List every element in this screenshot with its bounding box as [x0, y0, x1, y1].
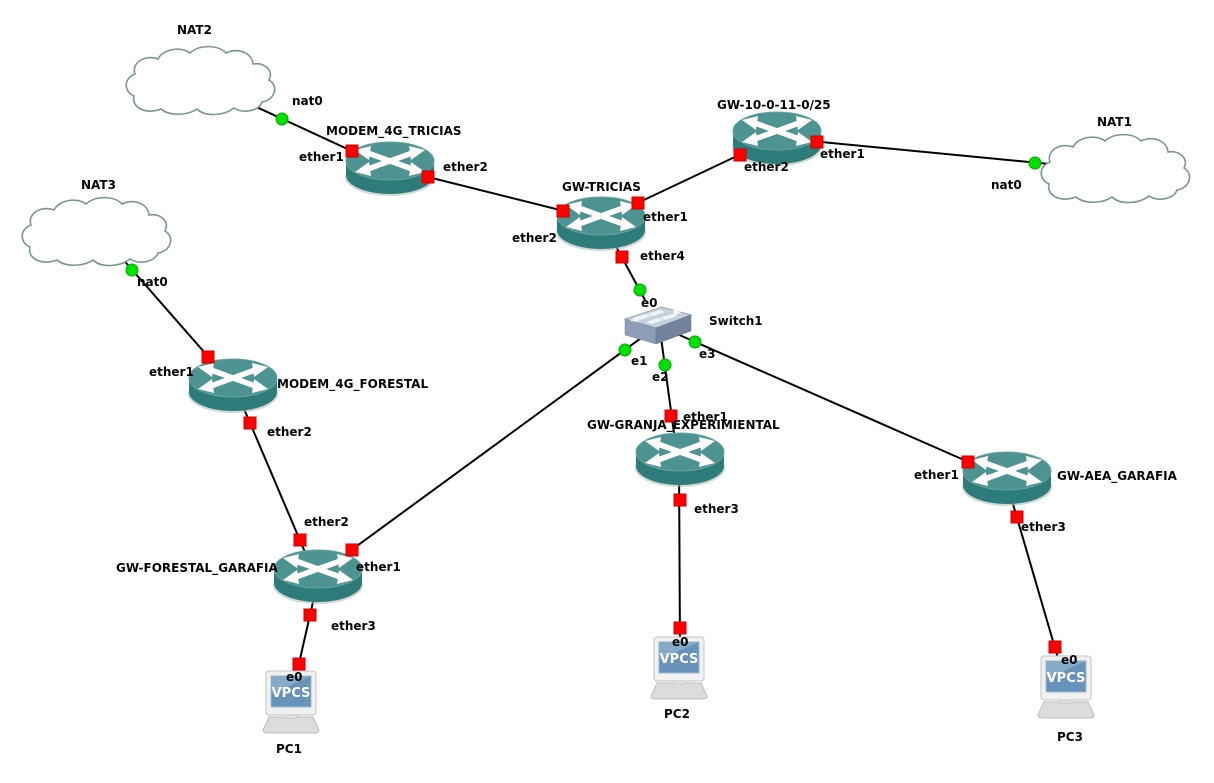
node-label-gw-forestal-garafia: GW-FORESTAL_GARAFIA	[116, 561, 278, 575]
port-label-gw-granja-experimiental-ether3: ether3	[694, 502, 739, 516]
node-label-pc2: PC2	[664, 707, 690, 721]
port-status-down-indicator	[293, 533, 307, 547]
port-label-gw-forestal-garafia-ether3: ether3	[331, 619, 376, 633]
port-label-nat3-nat0: nat0	[137, 275, 168, 289]
pc2-screen-text: VPCS	[660, 652, 699, 667]
node-nat3-cloud-icon[interactable]	[21, 196, 172, 267]
port-label-gw-tricias-ether2: ether2	[512, 231, 557, 245]
link-switch1--gw-forestal-garafia[interactable]	[319, 332, 649, 574]
port-status-down-indicator	[733, 148, 747, 162]
port-label-gw-10-0-11-0-25-ether1: ether1	[820, 147, 865, 161]
port-status-down-indicator	[556, 204, 570, 218]
node-nat1-cloud-icon[interactable]	[1040, 133, 1191, 204]
port-status-down-indicator	[201, 350, 215, 364]
node-nat2-cloud-icon[interactable]	[125, 45, 276, 116]
node-label-gw-granja-experimiental: GW-GRANJA_EXPERIMIENTAL	[587, 418, 780, 432]
port-label-gw-aea-garafia-ether3: ether3	[1021, 520, 1066, 534]
port-label-gw-forestal-garafia-ether2: ether2	[304, 515, 349, 529]
port-label-nat1-nat0: nat0	[991, 178, 1022, 192]
port-label-switch1-e1: e1	[631, 354, 648, 368]
port-label-nat2-nat0: nat0	[292, 94, 323, 108]
port-label-gw-tricias-ether4: ether4	[640, 249, 685, 263]
port-status-down-indicator	[345, 543, 359, 557]
port-label-switch1-e2: e2	[652, 370, 669, 384]
port-status-down-indicator	[631, 196, 645, 210]
port-label-modem-4g-forestal-ether1: ether1	[149, 365, 194, 379]
port-status-down-indicator	[664, 409, 678, 423]
port-label-pc3-e0: e0	[1061, 653, 1078, 667]
node-label-gw-aea-garafia: GW-AEA_GARAFIA	[1057, 469, 1177, 483]
port-label-pc1-e0: e0	[286, 670, 303, 684]
port-label-switch1-e3: e3	[699, 347, 716, 361]
port-label-gw-forestal-garafia-ether1: ether1	[356, 560, 401, 574]
port-status-up-indicator	[1028, 156, 1042, 170]
pc1-screen-text: VPCS	[272, 686, 311, 701]
port-status-up-indicator	[658, 358, 672, 372]
pc3-screen-text: VPCS	[1047, 671, 1086, 686]
link-gw-10-0-11-0-25--nat1[interactable]	[789, 138, 1061, 166]
port-status-down-indicator	[421, 170, 435, 184]
port-label-pc2-e0: e0	[672, 635, 689, 649]
port-status-down-indicator	[673, 493, 687, 507]
port-status-down-indicator	[1048, 640, 1062, 654]
port-status-down-indicator	[810, 135, 824, 149]
port-status-down-indicator	[615, 250, 629, 264]
node-label-nat2: NAT2	[177, 23, 212, 37]
node-switch1-switch-icon[interactable]	[624, 306, 692, 345]
link-gw-granja-experimiental--pc2[interactable]	[678, 459, 681, 651]
port-status-down-indicator	[673, 621, 687, 635]
port-status-up-indicator	[125, 263, 139, 277]
node-label-modem-4g-tricias: MODEM_4G_TRICIAS	[326, 124, 462, 138]
node-label-switch1: Switch1	[709, 314, 763, 328]
node-label-nat1: NAT1	[1097, 115, 1132, 129]
port-label-gw-aea-garafia-ether1: ether1	[914, 468, 959, 482]
node-label-modem-4g-forestal: MODEM_4G_FORESTAL	[277, 377, 429, 391]
node-label-gw-tricias: GW-TRICIAS	[562, 180, 641, 194]
port-status-up-indicator	[633, 283, 647, 297]
port-status-down-indicator	[1010, 510, 1024, 524]
port-status-down-indicator	[243, 416, 257, 430]
node-gw-forestal-garafia-router-icon[interactable]	[273, 550, 363, 604]
node-label-pc1: PC1	[276, 742, 302, 756]
port-status-up-indicator	[618, 343, 632, 357]
port-status-down-indicator	[303, 608, 317, 622]
port-status-up-indicator	[688, 335, 702, 349]
port-label-modem-4g-forestal-ether2: ether2	[267, 425, 312, 439]
node-label-nat3: NAT3	[81, 178, 116, 192]
port-label-switch1-e0: e0	[641, 296, 658, 310]
port-label-gw-tricias-ether1: ether1	[643, 210, 688, 224]
node-gw-granja-experimiental-router-icon[interactable]	[635, 433, 725, 487]
node-modem-4g-forestal-router-icon[interactable]	[188, 359, 278, 413]
port-status-down-indicator	[292, 657, 306, 671]
port-label-modem-4g-tricias-ether1: ether1	[299, 150, 344, 164]
link-switch1--gw-aea-garafia[interactable]	[667, 329, 1006, 479]
node-label-pc3: PC3	[1057, 730, 1083, 744]
port-label-gw-10-0-11-0-25-ether2: ether2	[744, 160, 789, 174]
port-status-up-indicator	[275, 112, 289, 126]
node-gw-aea-garafia-router-icon[interactable]	[962, 452, 1052, 506]
port-status-down-indicator	[961, 455, 975, 469]
port-label-modem-4g-tricias-ether2: ether2	[443, 160, 488, 174]
port-label-gw-granja-experimiental-ether1: ether1	[683, 410, 728, 424]
node-label-gw-10-0-11-0-25: GW-10-0-11-0/25	[717, 98, 831, 112]
port-status-down-indicator	[345, 144, 359, 158]
